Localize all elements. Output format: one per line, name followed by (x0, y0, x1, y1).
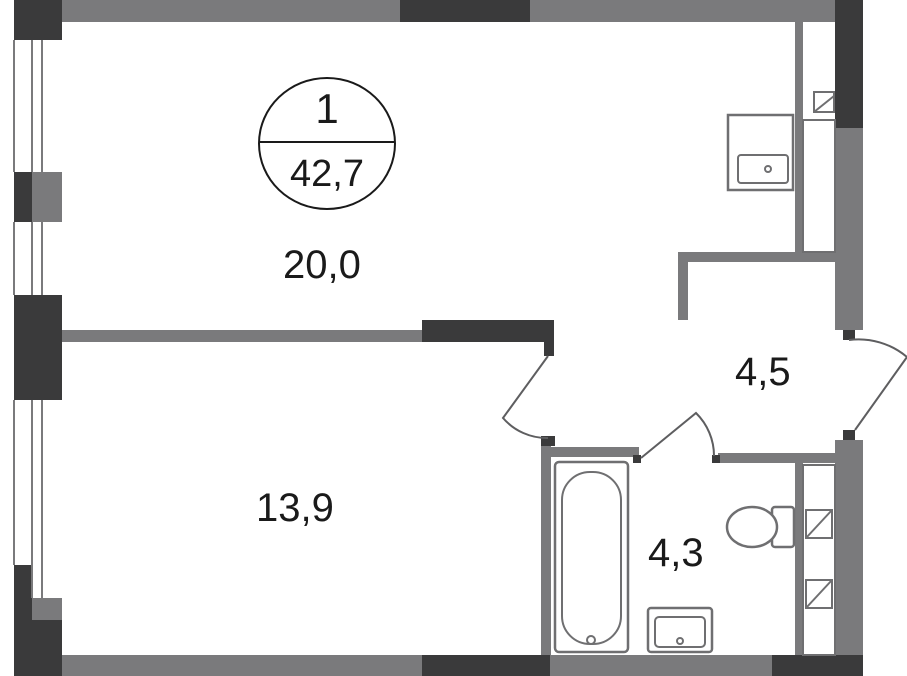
window-wall (13, 0, 62, 676)
bedroom-area: 13,9 (256, 486, 334, 530)
rooms-count: 1 (315, 85, 339, 132)
unit-badge: 1 42,7 (258, 77, 396, 210)
badge-divider (260, 141, 394, 143)
kitchen-fixtures (726, 91, 836, 253)
living-room-area: 20,0 (283, 243, 361, 287)
interior-walls (62, 22, 835, 655)
bathroom-fixtures (553, 460, 836, 656)
hallway-area: 4,5 (735, 350, 791, 394)
total-area: 42,7 (290, 153, 364, 195)
outer-walls (32, 0, 863, 676)
bathroom-area: 4,3 (648, 531, 704, 575)
